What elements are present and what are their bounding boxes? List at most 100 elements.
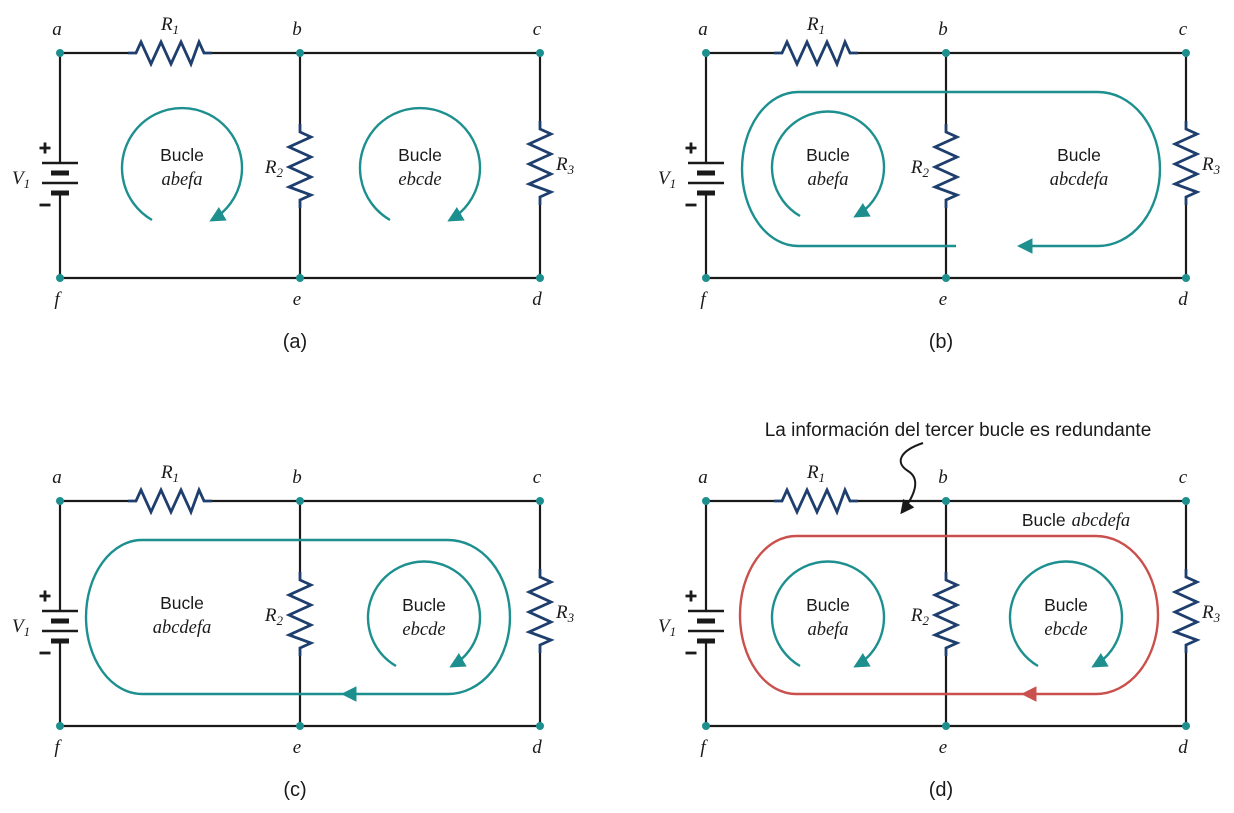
loop-left: Bucle abefa bbox=[770, 110, 886, 218]
loop-right: Bucle ebcde bbox=[1008, 560, 1124, 668]
resistor-R3-icon bbox=[1173, 567, 1199, 655]
circuit-diagram-d: La información del tercer bucle es redun… bbox=[658, 420, 1221, 758]
resistor-R3-icon bbox=[527, 567, 553, 655]
panel-d: La información del tercer bucle es redun… bbox=[646, 416, 1234, 802]
caption-a: (a) bbox=[282, 331, 308, 353]
loop-right: Bucle ebcde bbox=[358, 106, 482, 222]
loop-big-title: Bucle bbox=[160, 593, 204, 613]
node-label-d: d bbox=[532, 289, 542, 310]
node-label-b: b bbox=[938, 467, 948, 488]
node-label-e: e bbox=[293, 737, 301, 758]
caption-b: (b) bbox=[928, 331, 954, 353]
node-label-c: c bbox=[1179, 19, 1188, 40]
resistor-R2-icon bbox=[287, 122, 313, 210]
node-label-a: a bbox=[698, 467, 708, 488]
node-label-d: d bbox=[1178, 289, 1188, 310]
label-V1: V1 bbox=[658, 168, 676, 191]
resistor-R3-icon bbox=[1173, 119, 1199, 207]
label-R1: R1 bbox=[806, 14, 825, 37]
loop-big: Bucle abcdefa bbox=[740, 90, 1162, 254]
battery-plus-icon bbox=[38, 589, 52, 603]
label-R3: R3 bbox=[555, 154, 575, 177]
node-dots bbox=[702, 49, 1190, 282]
label-R2: R2 bbox=[910, 605, 930, 628]
resistor-R2-icon bbox=[287, 570, 313, 658]
node-label-b: b bbox=[938, 19, 948, 40]
loop-right-title: Bucle bbox=[402, 595, 446, 615]
circuit-diagram-b: a b c f e d R1 R2 R3 V1 Bucle abcdefa Bu… bbox=[658, 14, 1221, 310]
node-label-c: c bbox=[533, 19, 542, 40]
loop-left-title: Bucle bbox=[806, 145, 850, 165]
label-R2: R2 bbox=[264, 605, 284, 628]
loop-big-name: abcdefa bbox=[1050, 170, 1109, 190]
label-R3: R3 bbox=[1201, 602, 1221, 625]
node-label-d: d bbox=[1178, 737, 1188, 758]
loop-right-title: Bucle bbox=[1044, 595, 1088, 615]
loop-right-name: ebcde bbox=[398, 170, 441, 190]
loop-right-title: Bucle bbox=[398, 145, 442, 165]
node-label-e: e bbox=[939, 289, 947, 310]
node-dots bbox=[56, 497, 544, 730]
loop-left-arrow bbox=[770, 110, 886, 218]
loop-big-name: abcdefa bbox=[153, 618, 212, 638]
redundant-loop-arrow bbox=[738, 534, 1160, 702]
node-label-d: d bbox=[532, 737, 542, 758]
annotation-text: La información del tercer bucle es redun… bbox=[765, 420, 1152, 441]
loop-left-arrow bbox=[770, 560, 886, 668]
node-label-b: b bbox=[292, 19, 302, 40]
circuit-diagram-c: a b c f e d R1 R2 R3 V1 Bucle abcdefa Bu… bbox=[12, 462, 575, 758]
label-V1: V1 bbox=[658, 616, 676, 639]
annotation-arrow-icon bbox=[899, 442, 924, 515]
battery-icon bbox=[688, 611, 724, 641]
battery-icon bbox=[42, 611, 78, 641]
battery-icon bbox=[688, 163, 724, 193]
panel-a: a b c f e d R1 R2 R3 V1 Bucle abefa Bucl… bbox=[0, 8, 590, 354]
loop-big-title: Bucle bbox=[1057, 145, 1101, 165]
node-label-f: f bbox=[54, 737, 62, 758]
battery-plus-icon bbox=[684, 589, 698, 603]
label-R2: R2 bbox=[910, 157, 930, 180]
loop-left: Bucle abefa bbox=[120, 106, 244, 222]
circuit-diagram-a: a b c f e d R1 R2 R3 V1 Bucle abefa Bucl… bbox=[12, 14, 575, 310]
label-R1: R1 bbox=[160, 462, 179, 485]
circuit-wires bbox=[704, 499, 1188, 728]
battery-plus-icon bbox=[684, 141, 698, 155]
node-label-f: f bbox=[700, 737, 708, 758]
node-label-a: a bbox=[698, 19, 708, 40]
battery-plus-icon bbox=[38, 141, 52, 155]
resistor-R3-icon bbox=[527, 119, 553, 207]
node-label-c: c bbox=[1179, 467, 1188, 488]
loop-big-arrow bbox=[740, 90, 1162, 254]
node-label-c: c bbox=[533, 467, 542, 488]
loop-left-title: Bucle bbox=[806, 595, 850, 615]
resistor-R1-icon bbox=[126, 40, 214, 66]
loop-left-name: abefa bbox=[161, 170, 202, 190]
label-R3: R3 bbox=[1201, 154, 1221, 177]
loop-right: Bucle ebcde bbox=[366, 560, 482, 668]
loop-right-name: ebcde bbox=[1044, 620, 1087, 640]
loop-big-arrow bbox=[84, 538, 512, 702]
node-dots bbox=[56, 49, 544, 282]
node-label-b: b bbox=[292, 467, 302, 488]
loop-right-name: ebcde bbox=[402, 620, 445, 640]
loop-left: Bucle abefa bbox=[770, 560, 886, 668]
label-R2: R2 bbox=[264, 157, 284, 180]
panel-b: a b c f e d R1 R2 R3 V1 Bucle abcdefa Bu… bbox=[646, 8, 1234, 354]
resistor-R2-icon bbox=[933, 570, 959, 658]
label-V1: V1 bbox=[12, 616, 30, 639]
circuit-wires bbox=[58, 51, 542, 280]
caption-c: (c) bbox=[283, 779, 307, 801]
resistor-R2-icon bbox=[933, 122, 959, 210]
node-label-a: a bbox=[52, 467, 62, 488]
loop-right-arrow bbox=[1008, 560, 1124, 668]
label-V1: V1 bbox=[12, 168, 30, 191]
loop-right-arrow bbox=[358, 106, 482, 222]
battery-icon bbox=[42, 163, 78, 193]
node-label-f: f bbox=[54, 289, 62, 310]
loop-left-name: abefa bbox=[807, 170, 848, 190]
panel-c: a b c f e d R1 R2 R3 V1 Bucle abcdefa Bu… bbox=[0, 416, 590, 802]
loop-left-title: Bucle bbox=[160, 145, 204, 165]
node-label-e: e bbox=[293, 289, 301, 310]
